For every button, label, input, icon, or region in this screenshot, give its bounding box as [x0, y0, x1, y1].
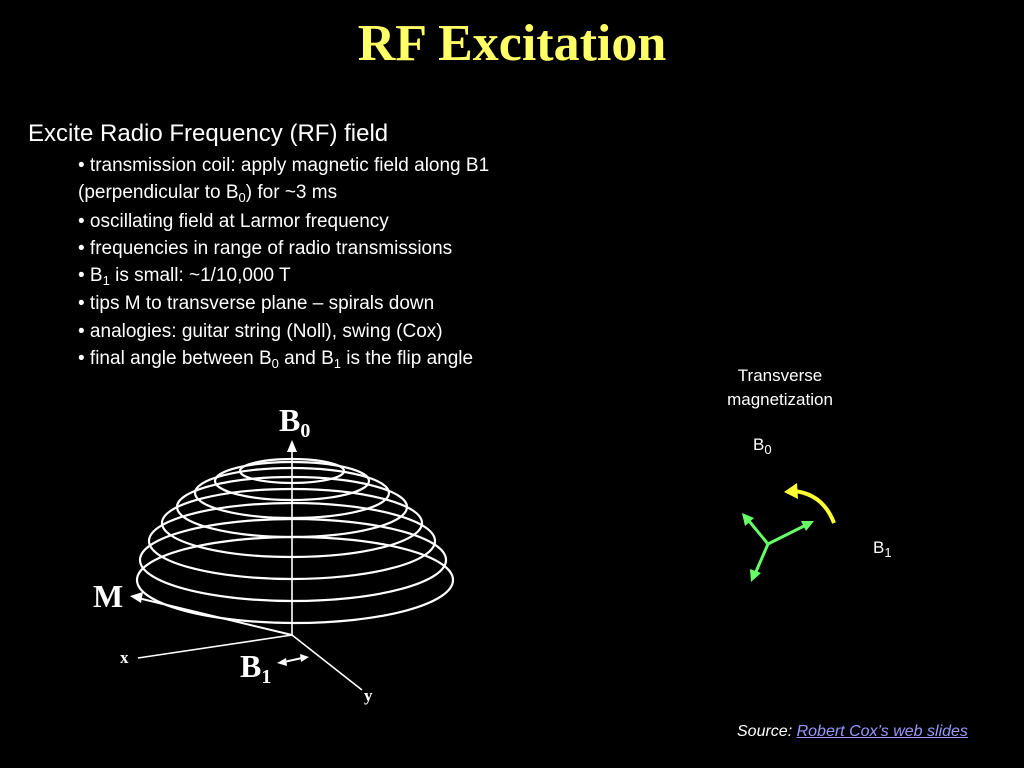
bullet-frequencies: • frequencies in range of radio transmis…	[78, 235, 489, 262]
vector-down-left	[753, 543, 770, 575]
caption-line: magnetization	[727, 390, 833, 409]
x-label: x	[120, 648, 129, 667]
source-prefix: Source:	[737, 723, 797, 740]
vector-up-right	[767, 523, 807, 546]
transverse-b0-label: B0	[753, 435, 772, 457]
subscript: 1	[333, 356, 342, 372]
m-label: M	[93, 578, 124, 614]
label-main: B	[240, 648, 262, 684]
bullet-text: • B	[78, 265, 103, 287]
source-link[interactable]: Robert Cox’s web slides	[796, 723, 968, 740]
bullet-text: • oscillating field at Larmor frequency	[78, 210, 389, 232]
slide-title: RF Excitation	[357, 15, 667, 72]
source-credit: Source: Robert Cox’s web slides	[737, 723, 968, 741]
bullet-transmission-coil-cont: (perpendicular to B0) for ~3 ms	[78, 179, 489, 207]
bullet-text: is the flip angle	[341, 348, 474, 370]
subscript: 0	[271, 356, 279, 372]
label-main: B	[279, 402, 301, 438]
bullet-transmission-coil: • transmission coil: apply magnetic fiel…	[78, 152, 489, 179]
rotation-arc	[793, 489, 836, 524]
transverse-b1-label: B1	[873, 538, 892, 560]
bullet-text: ) for ~3 ms	[245, 182, 338, 204]
label-sub: 1	[884, 545, 892, 560]
bullet-text: • analogies: guitar string (Noll), swing…	[78, 320, 443, 342]
caption-line: Transverse	[737, 366, 823, 385]
bullet-text: (perpendicular to B	[78, 182, 239, 204]
x-axis	[137, 634, 293, 659]
label-sub: 0	[300, 420, 311, 442]
bullet-tips-m: • tips M to transverse plane – spirals d…	[78, 290, 489, 317]
bullet-text: and B	[278, 348, 334, 370]
y-axis	[291, 634, 363, 691]
label-main: B	[753, 435, 765, 454]
spiral-ring	[138, 517, 448, 603]
green-arrowheads	[742, 513, 814, 582]
subscript: 0	[238, 190, 246, 206]
vector-up-left	[747, 520, 770, 545]
main-heading: Excite Radio Frequency (RF) field	[28, 120, 389, 147]
b0-arrowhead	[287, 440, 297, 452]
label-sub: 0	[764, 442, 772, 457]
bullet-text: • transmission coil: apply magnetic fiel…	[78, 155, 490, 176]
bullet-list: • transmission coil: apply magnetic fiel…	[78, 152, 489, 373]
bullet-flip-angle: • final angle between B0 and B1 is the f…	[78, 345, 489, 373]
green-vectors	[747, 520, 807, 575]
y-label: y	[364, 686, 373, 705]
label-main: B	[873, 538, 885, 557]
bullet-oscillating: • oscillating field at Larmor frequency	[78, 208, 489, 235]
b0-label: B0	[279, 402, 311, 442]
bullet-text: is small: ~1/10,000 T	[109, 265, 291, 287]
m-vector	[130, 592, 293, 636]
transverse-caption: Transverse magnetization	[700, 364, 860, 412]
rotation-arrowhead	[784, 483, 798, 499]
bullet-text: • frequencies in range of radio transmis…	[78, 237, 453, 259]
label-sub: 1	[261, 666, 272, 688]
bullet-text: • final angle between B	[78, 348, 272, 370]
bullet-analogies: • analogies: guitar string (Noll), swing…	[78, 318, 489, 345]
bullet-text: • tips M to transverse plane – spirals d…	[78, 293, 435, 315]
b1-arrow	[277, 654, 309, 666]
spiral-rings	[135, 457, 455, 625]
m-arrowhead	[130, 592, 143, 603]
bullet-b1-small: • B1 is small: ~1/10,000 T	[78, 262, 489, 290]
b1-label: B1	[240, 648, 272, 688]
subscript: 1	[102, 273, 110, 289]
axes	[137, 440, 363, 691]
transverse-diagram	[742, 483, 836, 582]
